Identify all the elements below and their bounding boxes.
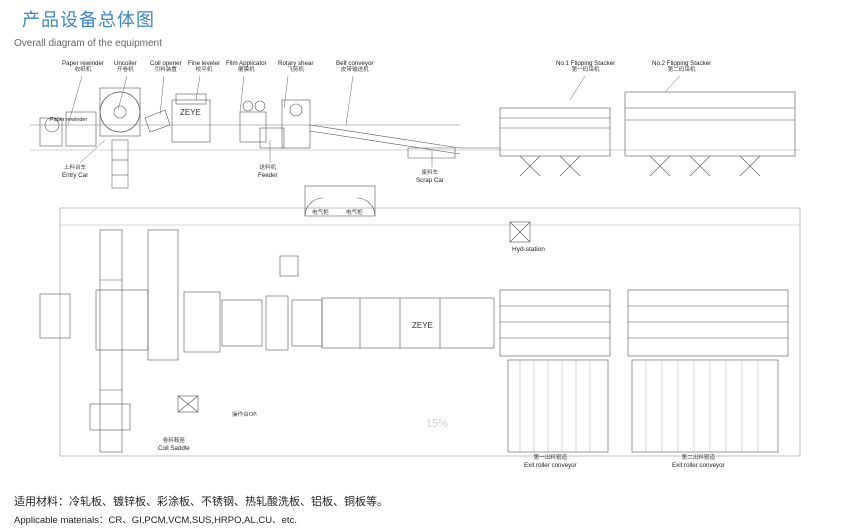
label-rotary-shear-cn: 飞剪机 <box>287 67 305 73</box>
label-exit-conveyor-1: 第一出料辊道 Exit roller conveyor <box>524 455 577 469</box>
label-feeder: 送料机 Feeder <box>258 165 278 179</box>
label-stacker-2-cn: 第二码垛机 <box>667 67 696 73</box>
label-rotary-shear-en: Rotary shear <box>278 60 314 67</box>
plan-zeye-logo: ZEYE <box>412 321 433 330</box>
label-stacker-2-en: No.2 Flipping Stacker <box>652 60 712 67</box>
label-stacker-1-en: No.1 Flipping Stacker <box>556 60 616 67</box>
label-exit-conveyor-2-en: Exit roller conveyor <box>672 462 725 469</box>
materials-cn: 适用材料：冷轧板、镀锌板、彩涂板、不锈钢、热轧酸洗板、铝板、铜板等。 <box>14 495 388 508</box>
label-paper-rewinder-en: Paper rewinder <box>62 60 104 67</box>
side-zeye-logo: ZEYE <box>180 108 201 117</box>
label-uncoiler-cn: 开卷机 <box>116 67 134 73</box>
label-coil-saddle-en: Coil Saddle <box>158 445 190 452</box>
label-stacker-2: No.2 Flipping Stacker 第二码垛机 <box>652 60 711 74</box>
page-title: 产品设备总体图 <box>22 10 155 31</box>
label-uncoiler: Uncoiler 开卷机 <box>114 60 137 74</box>
label-coil-opener: Coil opener 引料装置 <box>150 60 182 74</box>
label-feeder-en: Feeder <box>258 172 278 179</box>
label-scrap-car-en: Scrap Car <box>416 177 444 184</box>
label-scrap-car: 废料车 Scrap Car <box>416 170 444 184</box>
label-belt-conveyor: Belt conveyor 皮带输送机 <box>336 60 374 74</box>
label-fine-leveler-en: Fine leveler <box>188 60 220 67</box>
label-fine-leveler: Fine leveler 校平机 <box>188 60 220 74</box>
page-subtitle: Overall diagram of the equipment <box>14 38 162 49</box>
label-feeder-cn: 送料机 <box>259 165 277 171</box>
side-view-machines: ZEYE <box>30 87 800 189</box>
plan-view: ZEYE <box>39 185 801 457</box>
materials-en: Applicable materials：CR、GI,PCM,VCM,SUS,H… <box>14 515 297 526</box>
label-hyd-station: Hyd-station <box>512 246 545 253</box>
label-film-applicator: Film Applicator 覆膜机 <box>226 60 267 74</box>
label-uncoiler-en: Uncoiler <box>114 60 137 67</box>
label-coil-opener-en: Coil opener <box>150 60 182 67</box>
label-coil-opener-cn: 引料装置 <box>154 67 178 73</box>
label-stacker-1-cn: 第一码垛机 <box>571 67 600 73</box>
label-entry-car-cn: 上料台车 <box>63 165 87 171</box>
label-exit-conveyor-2-cn: 第二出料辊道 <box>681 455 716 461</box>
label-fine-leveler-cn: 校平机 <box>195 67 213 73</box>
label-entry-car: 上料台车 Entry Car <box>62 165 88 179</box>
label-film-applicator-cn: 覆膜机 <box>237 67 255 73</box>
side-view-leaders <box>67 75 681 167</box>
label-paper-rewinder: Paper rewinder 收纸机 <box>62 60 104 74</box>
label-operator-panel: 操作台OP. <box>232 412 258 418</box>
label-belt-conveyor-en: Belt conveyor <box>336 60 374 67</box>
label-paper-rewinder-cn: 收纸机 <box>74 67 92 73</box>
label-film-applicator-en: Film Applicator <box>226 60 267 67</box>
label-scrap-car-cn: 废料车 <box>421 170 439 176</box>
label-coil-saddle: 卷料鞍座 Coil Saddle <box>158 438 190 452</box>
watermark-percent: 15% <box>426 418 449 430</box>
label-rotary-shear: Rotary shear 飞剪机 <box>278 60 313 74</box>
label-exit-conveyor-2: 第二出料辊道 Exit roller conveyor <box>672 455 725 469</box>
label-exit-conveyor-1-cn: 第一出料辊道 <box>533 455 568 461</box>
label-entry-car-en: Entry Car <box>62 172 89 179</box>
label-stacker-1: No.1 Flipping Stacker 第一码垛机 <box>556 60 615 74</box>
label-paper-rewinder-side: Paper rewinder <box>50 117 88 123</box>
label-electrical-cabinet-2: 电气柜 <box>346 210 363 216</box>
label-belt-conveyor-cn: 皮带输送机 <box>340 67 369 73</box>
label-exit-conveyor-1-en: Exit roller conveyor <box>524 462 577 469</box>
label-electrical-cabinet-1: 电气柜 <box>312 210 329 216</box>
label-coil-saddle-cn: 卷料鞍座 <box>162 438 186 444</box>
